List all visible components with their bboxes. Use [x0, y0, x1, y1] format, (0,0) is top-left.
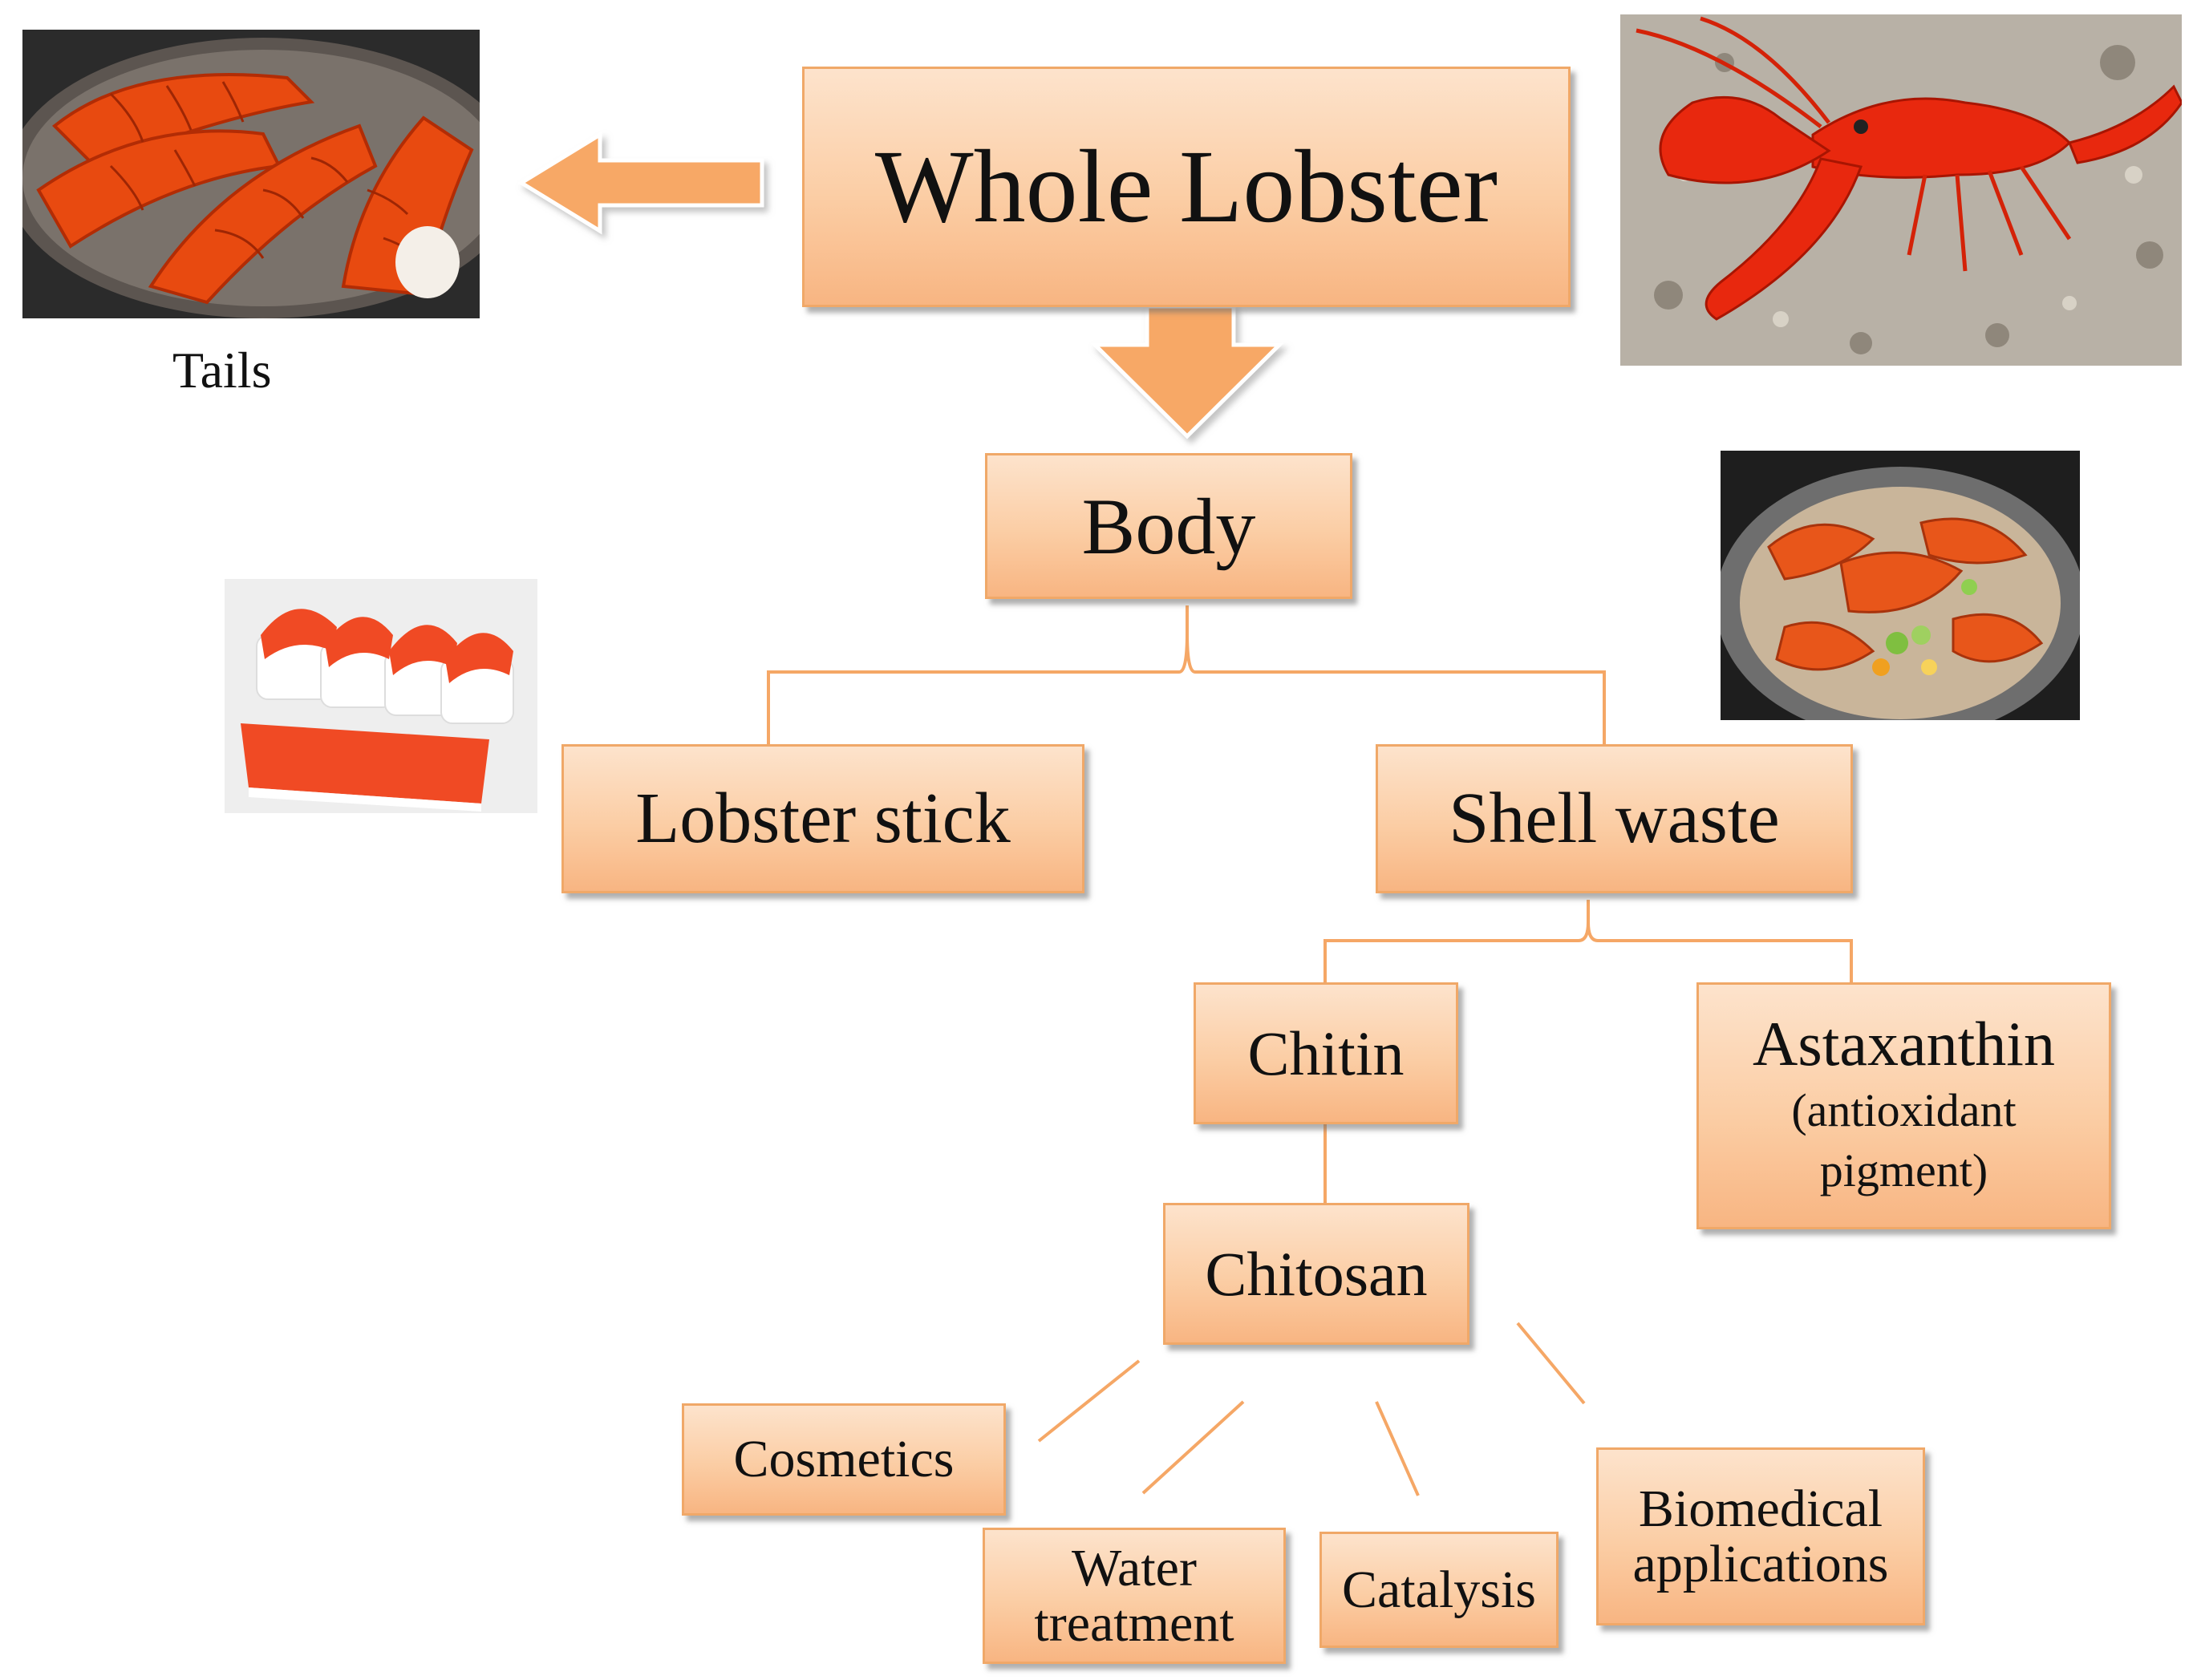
water-treatment-line1: Water — [1072, 1538, 1197, 1597]
cosmetics-connector — [1037, 1359, 1141, 1443]
left-arrow — [517, 131, 764, 235]
astaxanthin-note-line1: (antioxidant — [1791, 1083, 2017, 1136]
lobster-stick-node: Lobster stick — [561, 744, 1084, 893]
shell-branch-connector — [1323, 900, 1853, 982]
body-label: Body — [1081, 481, 1256, 571]
astaxanthin-node: Astaxanthin (antioxidant pigment) — [1696, 982, 2111, 1229]
red-crayfish-photo — [1620, 14, 2182, 366]
catalysis-node: Catalysis — [1319, 1532, 1559, 1648]
body-branch-connector — [767, 605, 1606, 744]
tails-caption: Tails — [172, 342, 272, 399]
catalysis-label: Catalysis — [1342, 1560, 1536, 1619]
whole-lobster-node: Whole Lobster — [802, 67, 1571, 307]
biomedical-applications-node: Biomedical applications — [1596, 1447, 1925, 1625]
astaxanthin-label: Astaxanthin — [1753, 1008, 2055, 1079]
chitosan-node: Chitosan — [1163, 1203, 1469, 1345]
lobster-sticks-photo — [225, 579, 537, 813]
biomedical-line1: Biomedical — [1638, 1479, 1883, 1538]
body-node: Body — [985, 453, 1352, 599]
down-arrow — [1089, 304, 1285, 439]
chitin-node: Chitin — [1194, 982, 1458, 1124]
shell-waste-node: Shell waste — [1376, 744, 1853, 893]
water-treatment-line2: treatment — [1034, 1594, 1234, 1653]
shell-waste-pot-photo — [1721, 451, 2080, 720]
cosmetics-label: Cosmetics — [733, 1430, 955, 1489]
biomedical-connector — [1516, 1322, 1586, 1405]
cosmetics-node: Cosmetics — [682, 1403, 1006, 1516]
biomedical-line2: applications — [1632, 1535, 1889, 1593]
astaxanthin-note-line2: pigment) — [1819, 1144, 1988, 1196]
lobster-tails-photo — [22, 30, 480, 318]
chitosan-label: Chitosan — [1205, 1238, 1428, 1309]
water-treatment-node: Water treatment — [983, 1528, 1286, 1664]
whole-lobster-label: Whole Lobster — [874, 128, 1498, 245]
catalysis-connector — [1375, 1401, 1420, 1496]
lobster-stick-label: Lobster stick — [635, 778, 1011, 858]
water-connector — [1141, 1400, 1245, 1495]
shell-waste-label: Shell waste — [1449, 778, 1780, 858]
chitin-label: Chitin — [1247, 1018, 1405, 1088]
